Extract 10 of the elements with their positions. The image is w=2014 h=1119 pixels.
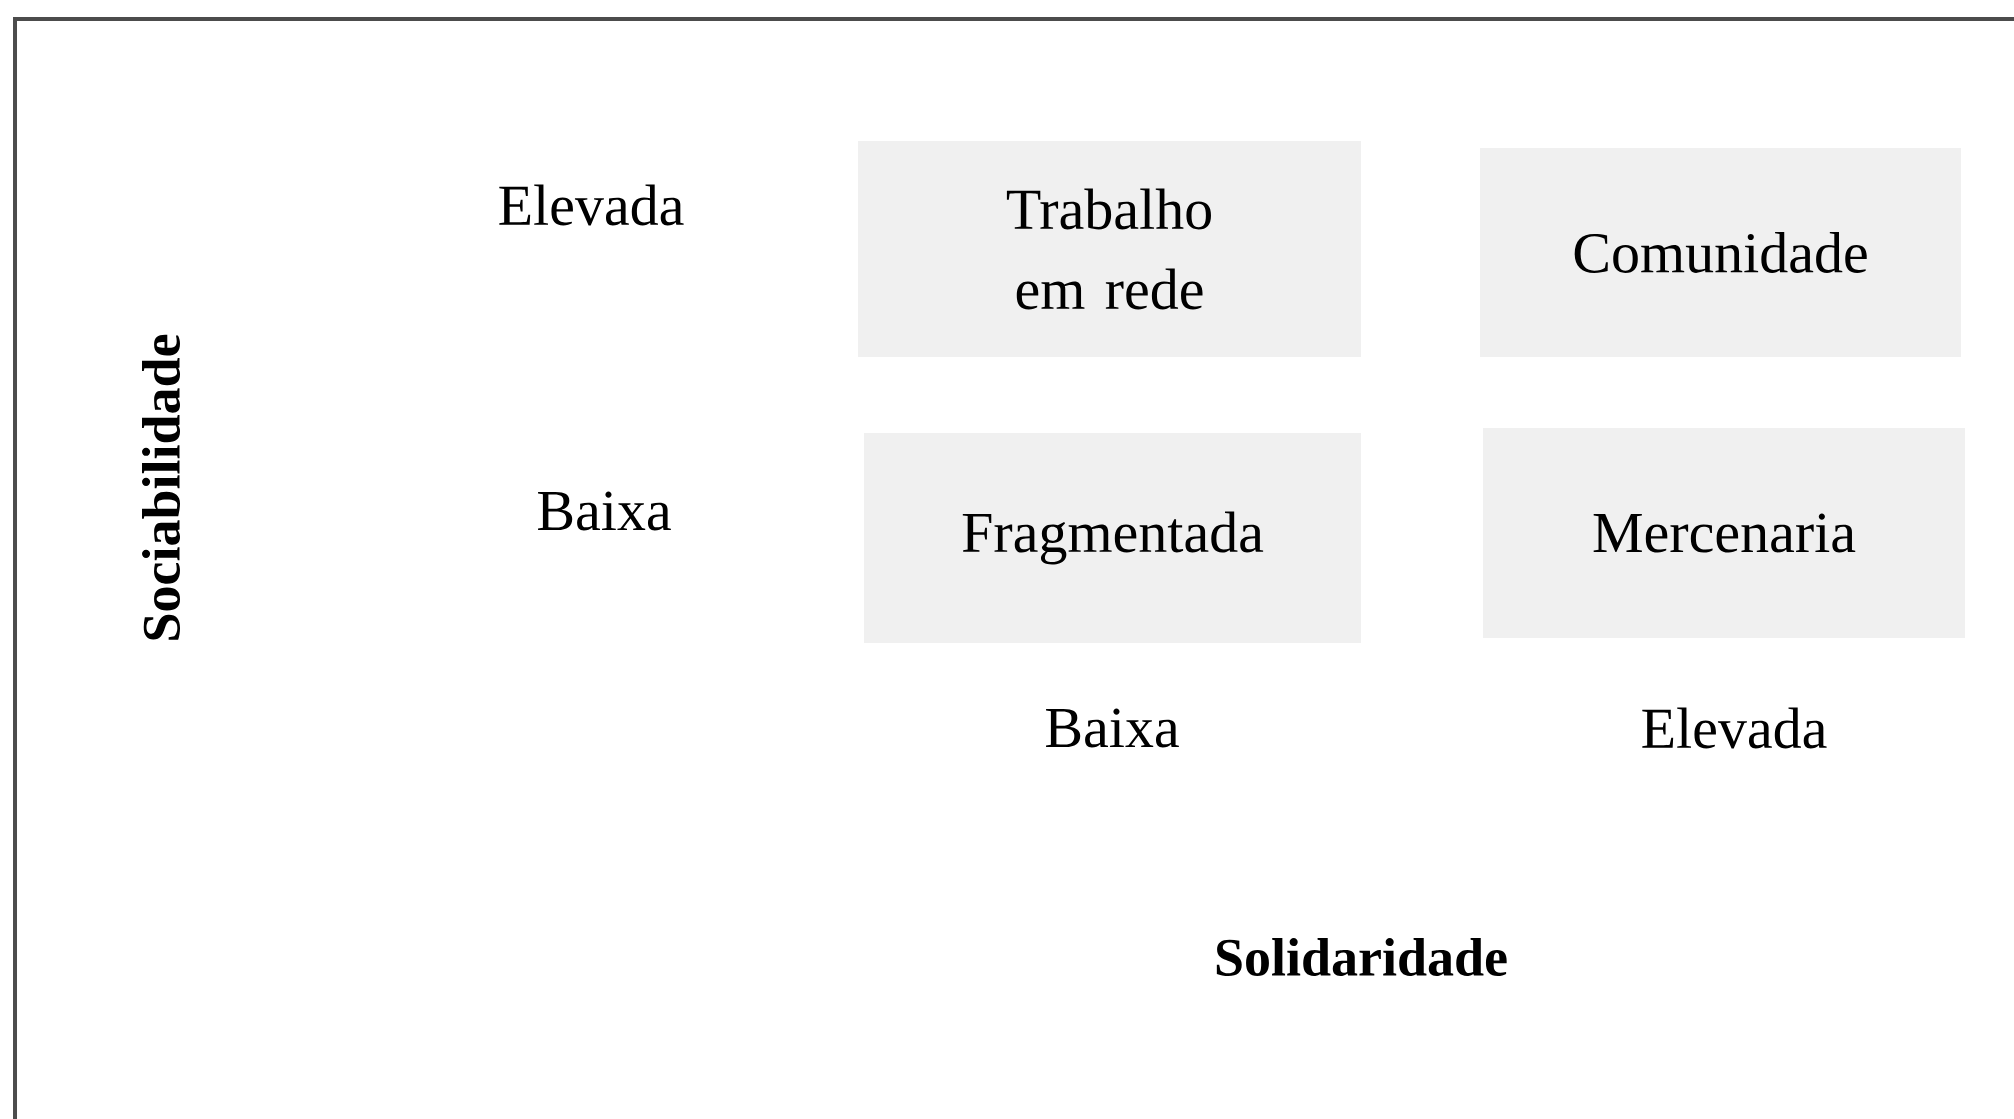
category-box: Fragmentada [864, 433, 1361, 643]
axis-level-label: Baixa [538, 491, 671, 531]
axis-level-label: Elevada [499, 184, 684, 226]
category-box: Trabalho em rede [858, 141, 1361, 357]
axis-level-label: Baixa [1046, 708, 1179, 748]
category-box: Mercenaria [1483, 428, 1965, 638]
axis-title: Solidaridade [1216, 938, 1507, 976]
axis-title: Sociabilidade [142, 334, 180, 640]
category-box: Comunidade [1480, 148, 1961, 357]
axis-level-label: Elevada [1642, 707, 1827, 749]
